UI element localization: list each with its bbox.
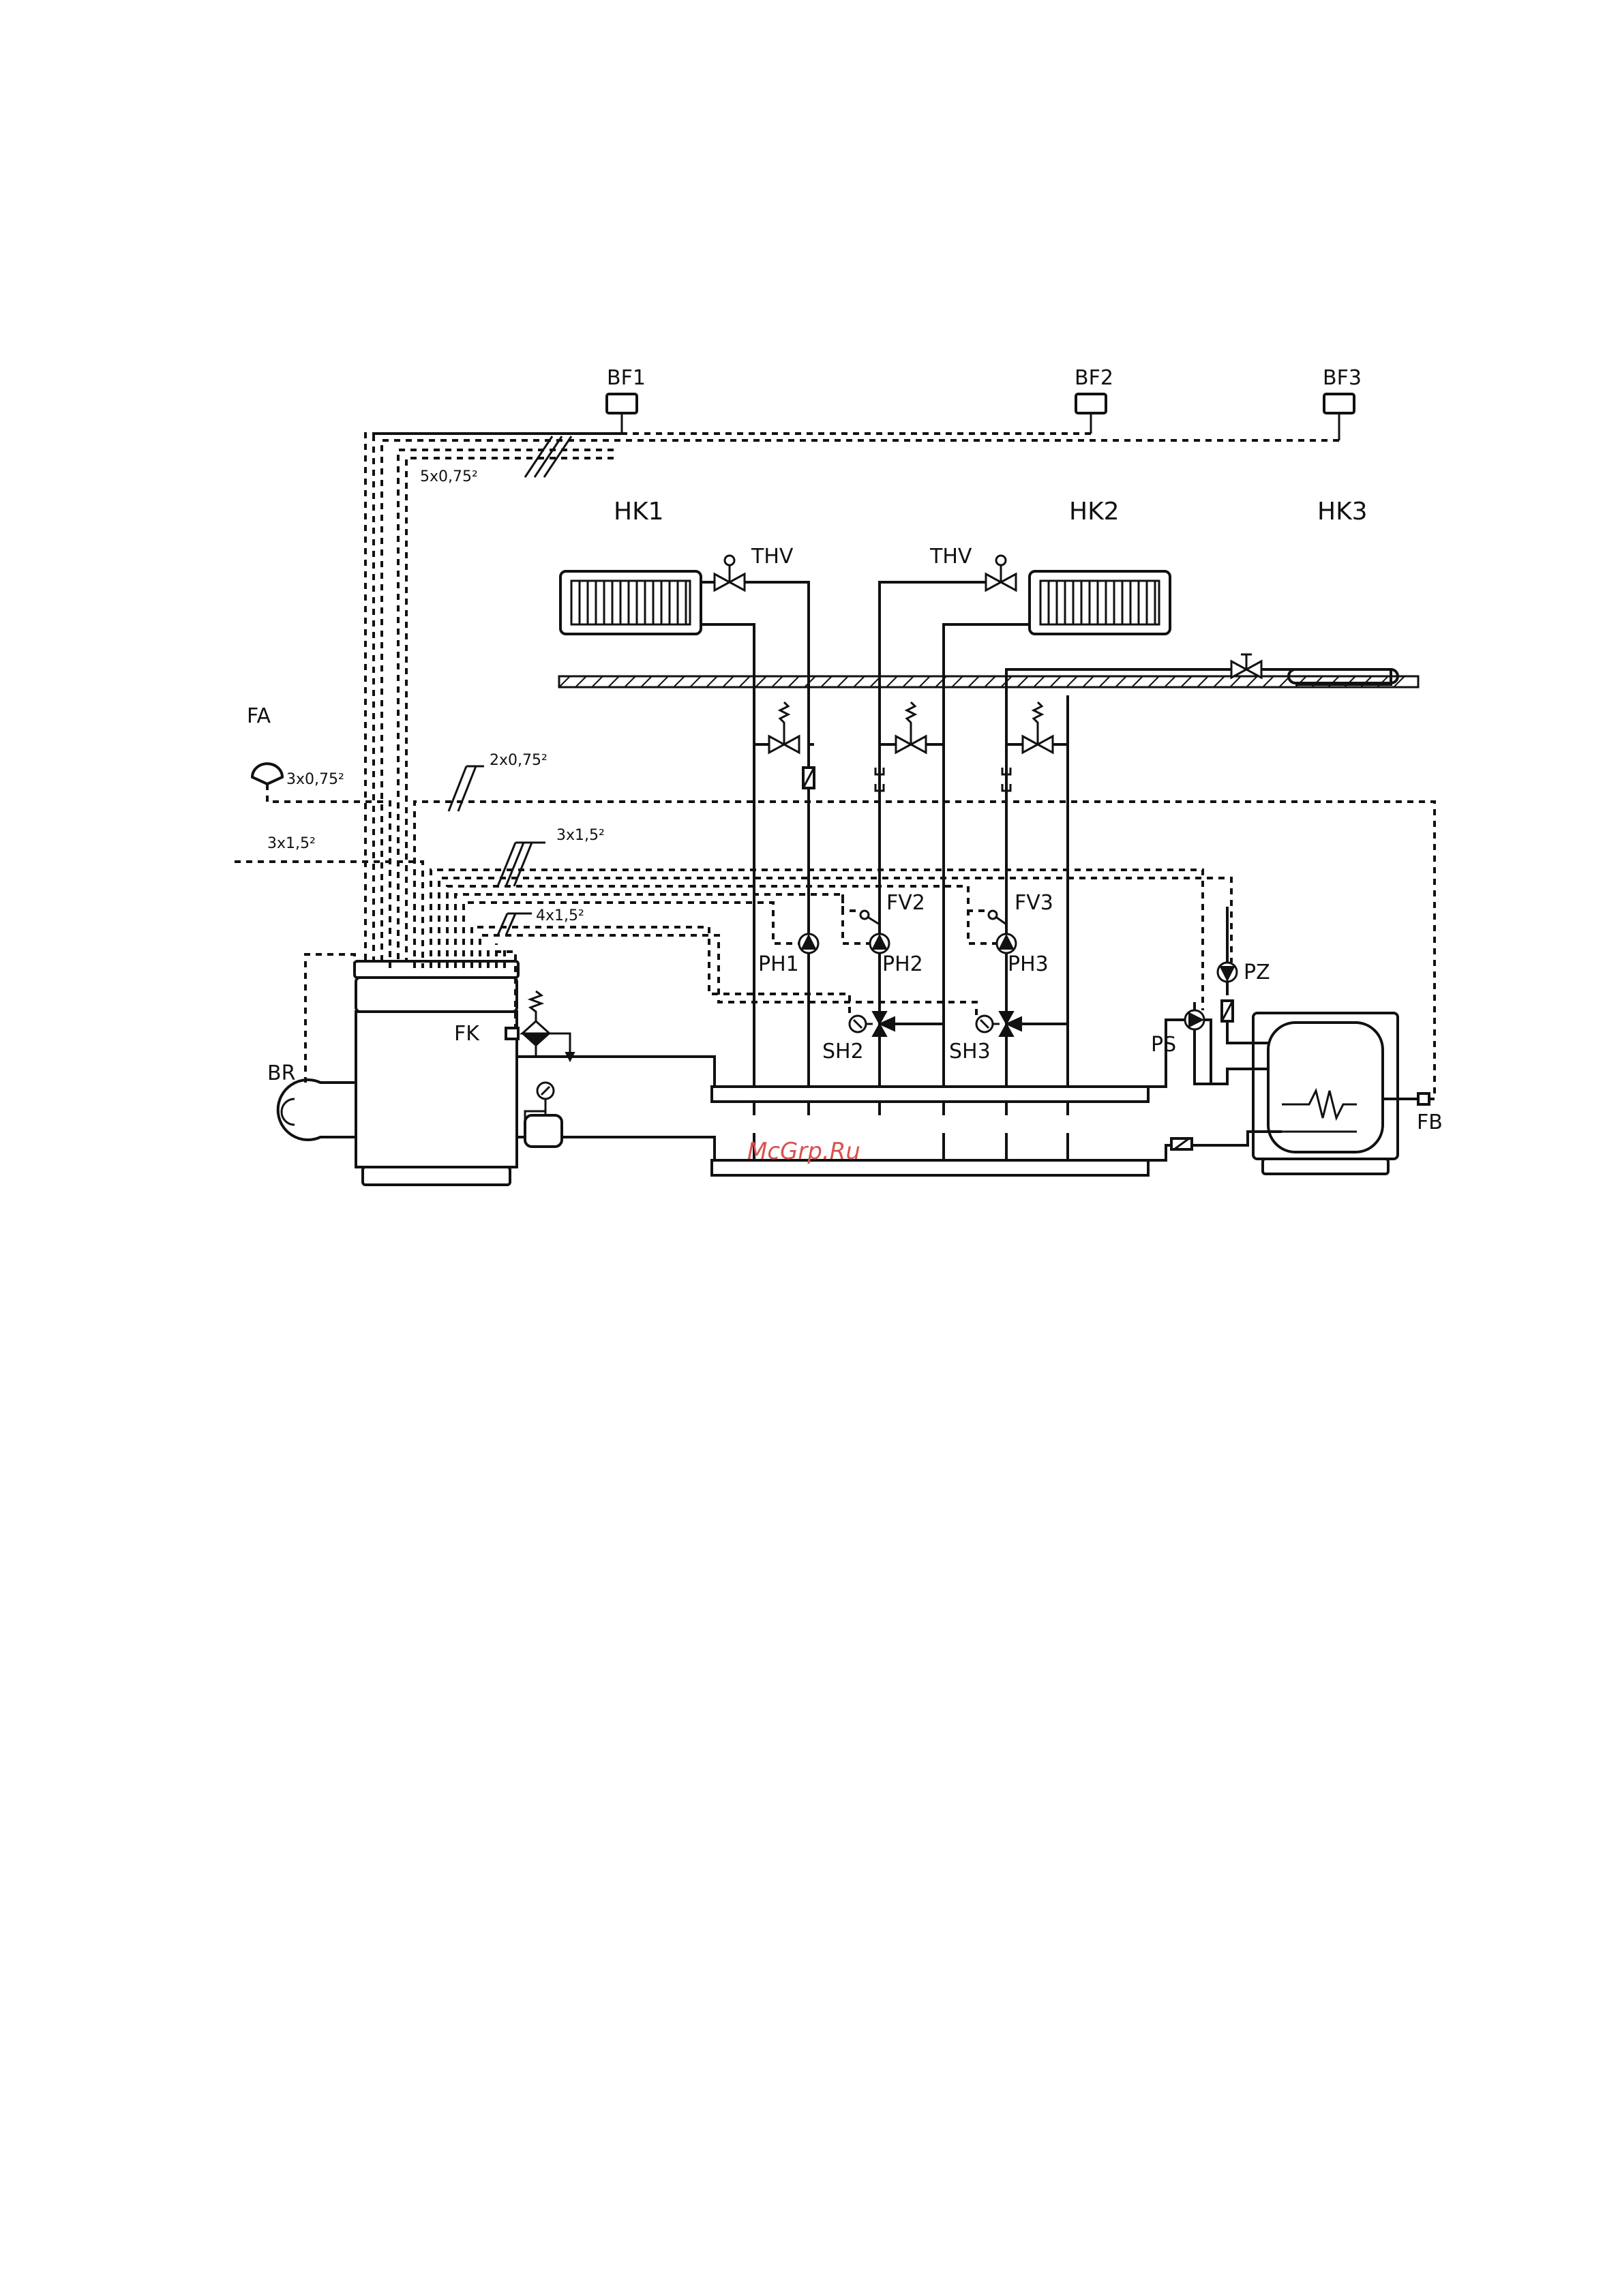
label-thv-2: THV [929,545,972,569]
storage-tank [1195,1002,1429,1174]
sensor-bf3 [1324,394,1354,440]
label-cable-3x15-left: 3x1,5² [267,835,316,852]
label-fk: FK [454,1022,480,1046]
label-thv-1: THV [751,545,794,569]
watermark: McGrp.Ru [747,1138,860,1165]
label-bf2: BF2 [1075,366,1113,390]
label-ps: PS [1151,1033,1176,1057]
label-cable-5x075: 5x0,75² [420,468,478,485]
pump-ph3 [997,934,1016,953]
burner-br [278,1080,356,1140]
label-cable-2x075: 2x0,75² [490,752,548,769]
label-hk2: HK2 [1069,498,1120,526]
label-fa: FA [247,704,271,728]
thv-valve-2 [986,556,1016,590]
sensor-bf2 [1076,394,1106,434]
thv-valve-1 [715,556,745,590]
label-bf3: BF3 [1323,366,1362,390]
label-fv2: FV2 [886,891,925,915]
safety-valve [517,991,715,1087]
radiator-hk1 [560,571,701,634]
label-pz: PZ [1244,961,1270,984]
boiler [355,961,518,1185]
label-cable-3x15: 3x1,5² [556,827,605,844]
label-br: BR [267,1061,295,1085]
label-sh2: SH2 [822,1040,864,1063]
boiler-sensor-fk [506,1028,518,1039]
label-cable-3x075: 3x0,75² [286,771,344,788]
radiator-hk2 [1030,571,1170,634]
mixer-sh2 [850,1012,944,1036]
label-ph1: PH1 [758,952,799,976]
label-fv3: FV3 [1015,891,1053,915]
flow-sensor-fv3 [989,911,1006,924]
cable-slash-2x075 [449,766,484,811]
expansion-vessel [517,1083,715,1160]
flow-sensor-fv2 [860,911,880,924]
cable-slash-4x15 [498,913,532,935]
label-bf1: BF1 [607,366,646,390]
sensor-bf1 [607,394,637,434]
cable-slash-3x15 [498,843,545,886]
outdoor-sensor-fa [252,764,282,784]
bypass-valves [754,702,1068,753]
mixer-sh3 [976,1012,1068,1036]
sensor-bus-wires [365,434,1339,968]
label-sh3: SH3 [949,1040,991,1063]
label-hk3: HK3 [1317,498,1368,526]
label-fb: FB [1417,1111,1443,1134]
pump-ph1 [799,934,818,1087]
check-valves [803,768,1010,791]
label-hk1: HK1 [614,498,664,526]
label-ph2: PH2 [882,952,923,976]
label-cable-4x15: 4x1,5² [536,907,584,924]
label-ph3: PH3 [1008,952,1049,976]
